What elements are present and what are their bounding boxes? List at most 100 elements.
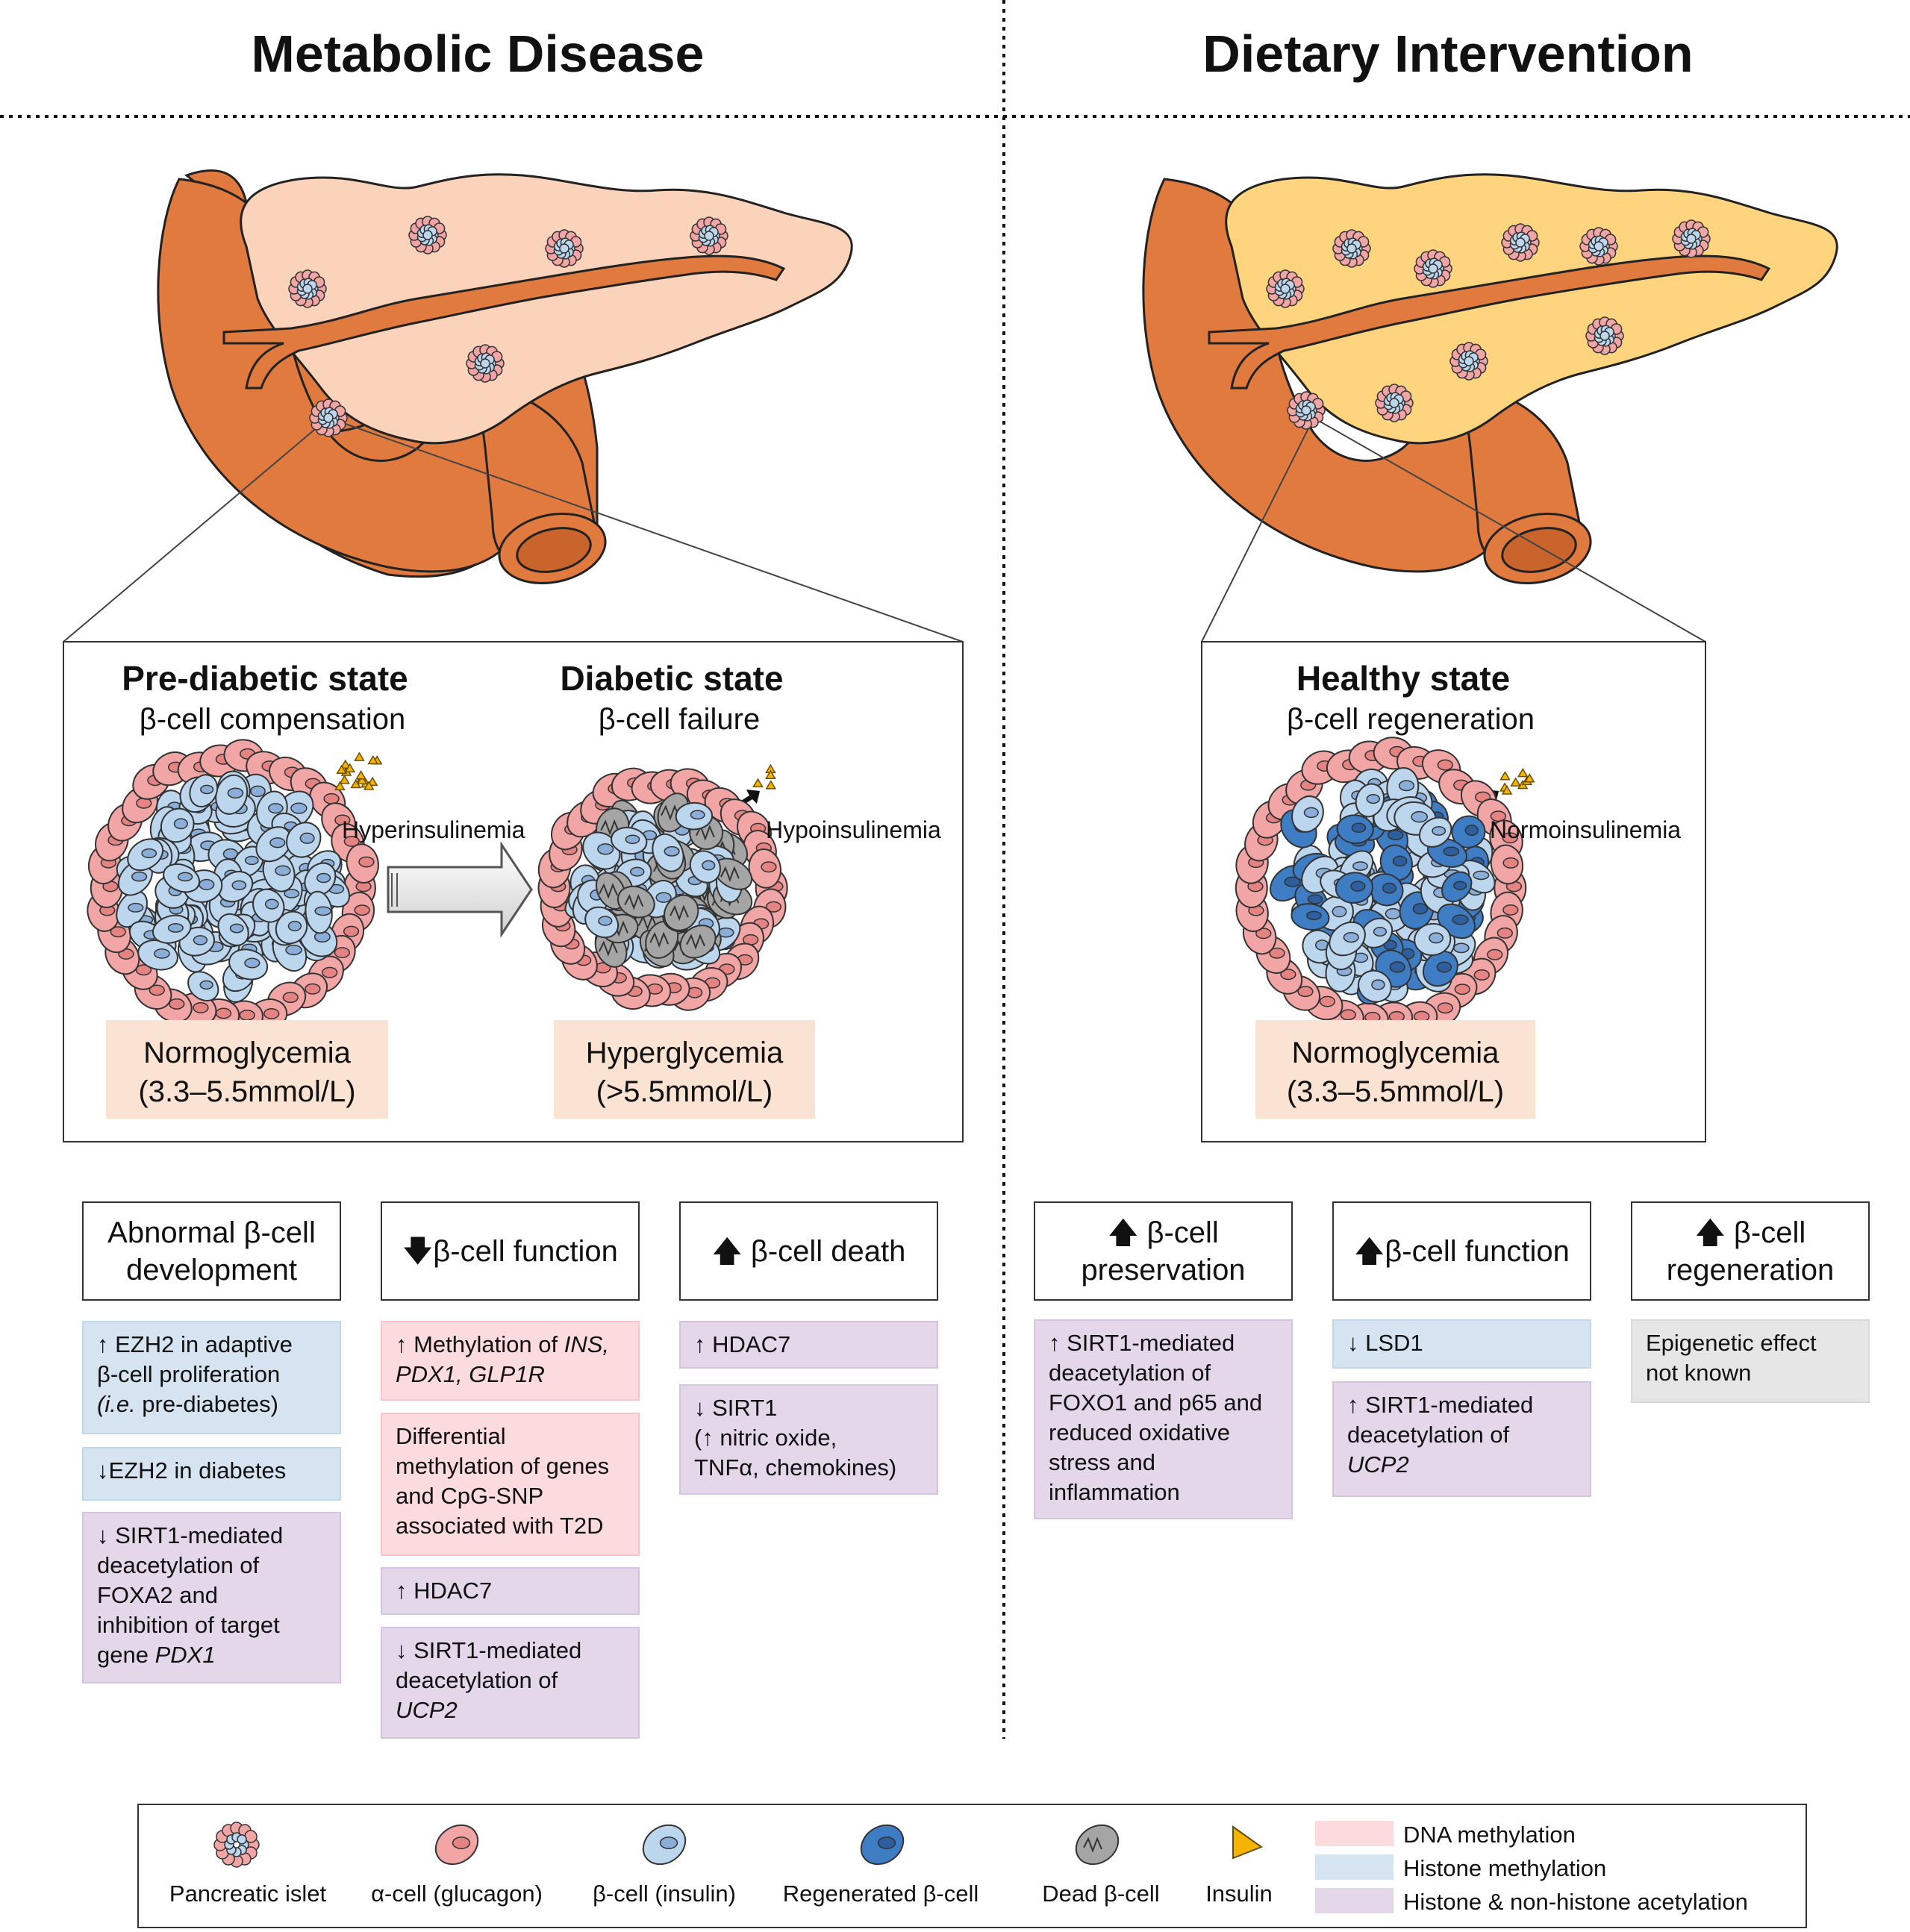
- cell: [582, 831, 621, 870]
- heading-dietary-intervention: Dietary Intervention: [1202, 25, 1694, 83]
- pancreas-diet: [1142, 173, 1838, 584]
- mini-islet: [288, 269, 327, 308]
- card-methylation-ins: ↑ Methylation of INS, PDX1, GLP1R: [381, 1321, 640, 1401]
- pancreas-disease: [157, 169, 853, 584]
- cell: [152, 914, 192, 944]
- cell: [1414, 922, 1452, 957]
- legend-regen-icon: [860, 1824, 905, 1866]
- cell: [275, 910, 308, 945]
- cell: [137, 940, 178, 971]
- cell: [689, 850, 721, 884]
- legend-dead-label: Dead β-cell: [1042, 1881, 1160, 1907]
- cell: [1441, 871, 1473, 903]
- cell: [346, 843, 379, 884]
- cell: [1451, 815, 1486, 848]
- insulin-cluster: [752, 763, 777, 790]
- cell: [187, 971, 219, 1001]
- glycemia-label: Hyperglycemia: [585, 1037, 784, 1069]
- cell: [611, 826, 648, 855]
- cell: [1329, 921, 1366, 957]
- cell: [652, 833, 684, 872]
- cell: [679, 925, 717, 959]
- glycemia-box-diabetic: Hyperglycemia (>5.5mmol/L): [554, 1020, 815, 1119]
- glycemia-range: (>5.5mmol/L): [596, 1075, 773, 1108]
- mini-islet: [466, 344, 505, 383]
- legend-alpha-icon: [434, 1824, 479, 1866]
- cell: [116, 890, 148, 928]
- islet-prediabetic: [87, 739, 379, 1034]
- card-sirt1-ucp2-increased: ↑ SIRT1-mediated deacetylation of UCP2: [1332, 1381, 1591, 1497]
- cell: [434, 1824, 479, 1866]
- normoinsulinemia-label: Normoinsulinemia: [1490, 816, 1682, 843]
- card-hdac7-death: ↑ HDAC7: [679, 1321, 938, 1369]
- cell: [664, 894, 699, 931]
- card-sirt1-foxa2: ↓ SIRT1-mediated deacetylation of FOXA2 …: [82, 1512, 341, 1684]
- cell: [1336, 814, 1374, 844]
- glycemia-range: (3.3–5.5mmol/L): [138, 1075, 356, 1108]
- cell: [1422, 950, 1458, 987]
- cell: [1075, 1824, 1120, 1866]
- progression-arrow: [387, 841, 533, 938]
- mini-islet: [309, 398, 348, 437]
- cell: [1291, 795, 1324, 833]
- legend-acetyl-swatch: [1315, 1888, 1394, 1913]
- mini-islet: [1449, 342, 1488, 381]
- cell: [286, 822, 322, 858]
- glycemia-box-prediabetic: Normoglycemia (3.3–5.5mmol/L): [106, 1020, 388, 1119]
- cell: [217, 871, 254, 903]
- cell: [127, 838, 164, 872]
- prediabetic-subtitle: β-cell compensation: [139, 703, 406, 736]
- pancreatic-duct-right: [1208, 254, 1771, 390]
- header-increased-death: 🡅 β-cell death: [679, 1201, 938, 1301]
- cell: [163, 863, 201, 893]
- mini-islet: [1332, 229, 1371, 268]
- mini-islet: [1287, 391, 1326, 430]
- card-sirt1-death: ↓ SIRT1 (↑ nitric oxide, TNFα, chemokine…: [679, 1384, 938, 1495]
- card-sirt1-foxo1: ↑ SIRT1-mediated deacetylation of FOXO1 …: [1034, 1319, 1293, 1519]
- card-epigenetic-unknown: Epigenetic effect not known: [1631, 1319, 1870, 1403]
- glycemia-box-healthy: Normoglycemia (3.3–5.5mmol/L): [1255, 1020, 1535, 1119]
- legend-frame: [137, 1804, 1807, 1928]
- legend-insulin-icon: [1232, 1825, 1264, 1860]
- mini-islet: [690, 216, 728, 255]
- insulin-cluster: [1499, 767, 1535, 795]
- insulin-cluster: [334, 751, 383, 791]
- mini-islet: [1266, 269, 1305, 308]
- card-differential-methylation: Differential methylation of genes and Cp…: [381, 1413, 640, 1556]
- cell: [642, 1824, 687, 1866]
- cell: [305, 890, 333, 934]
- cell: [1355, 783, 1385, 818]
- card-ezh2-adaptive: ↑ EZH2 in adaptive β-cell proliferation …: [82, 1321, 341, 1434]
- healthy-state-panel: [1201, 641, 1706, 1142]
- cell: [217, 913, 249, 946]
- mini-islet: [1501, 223, 1540, 262]
- healthy-subtitle: β-cell regeneration: [1286, 703, 1535, 736]
- cell: [1368, 873, 1404, 907]
- legend-histone-swatch: [1315, 1854, 1394, 1880]
- diabetic-subtitle: β-cell failure: [598, 703, 761, 736]
- legend-acetyl-label: Histone & non-histone acetylation: [1403, 1889, 1748, 1915]
- cell: [675, 801, 714, 831]
- cell: [1335, 872, 1373, 904]
- cell: [160, 807, 195, 843]
- arrow-up-icon: 🡅: [1354, 1234, 1385, 1268]
- card-lsd1: ↓ LSD1: [1332, 1319, 1591, 1369]
- cell: [860, 1824, 905, 1866]
- cell: [1418, 816, 1452, 848]
- legend-islet-label: Pancreatic islet: [169, 1881, 327, 1907]
- mini-islet: [1414, 249, 1452, 288]
- prediabetic-title: Pre-diabetic state: [122, 659, 408, 698]
- arrow-up-icon: 🡅: [1108, 1216, 1139, 1249]
- header-increased-function: 🡅β-cell function: [1332, 1201, 1591, 1301]
- mini-islet: [1672, 219, 1711, 258]
- cell: [255, 826, 292, 863]
- mini-islet: [545, 229, 584, 268]
- cell: [252, 888, 285, 923]
- cell: [1360, 917, 1394, 948]
- header-decreased-function: 🡇β-cell function: [381, 1201, 640, 1301]
- glycemia-range: (3.3–5.5mmol/L): [1286, 1075, 1505, 1108]
- legend-alpha-label: α-cell (glucagon): [371, 1881, 543, 1907]
- mini-islet: [408, 216, 447, 254]
- arrow-up-icon: 🡅: [1694, 1216, 1726, 1249]
